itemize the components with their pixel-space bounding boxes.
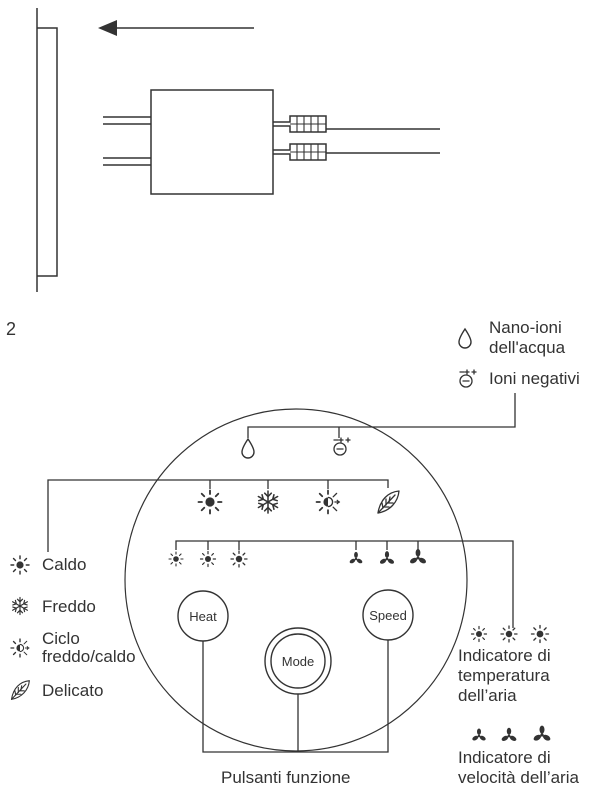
mode-gentle-label: Delicato	[42, 681, 104, 700]
mode-hot-label: Caldo	[42, 555, 87, 574]
nano-ions-label-line1: Nano-ioni	[489, 318, 562, 337]
half-sun-snow-icon	[315, 489, 341, 515]
mode-cycle-label-line1: Ciclo	[42, 629, 80, 648]
negative-ions-label: Ioni negativi	[489, 369, 580, 388]
ion-leader-line	[247, 393, 516, 438]
water-drop-icon	[241, 438, 255, 459]
adapter-box	[150, 89, 274, 195]
temperature-indicator-label-line3: dell’aria	[458, 686, 517, 705]
fan-icon	[471, 728, 487, 742]
speed-button-label: Speed	[369, 608, 407, 623]
sun-icon	[230, 550, 248, 568]
temperature-indicator-label-line2: temperatura	[458, 666, 550, 685]
speed-indicator-label-line1: Indicatore di	[458, 748, 551, 767]
mode-leader-line	[47, 479, 389, 552]
arrow-left-icon	[98, 20, 117, 36]
function-buttons-label: Pulsanti funzione	[221, 768, 351, 787]
fan-icon	[348, 551, 364, 565]
leaf-icon	[10, 680, 30, 700]
leaf-icon	[377, 490, 400, 514]
fan-icon	[409, 549, 427, 565]
nano-ions-label-line2: dell'acqua	[489, 338, 566, 357]
heat-button[interactable]: Heat	[177, 590, 229, 642]
control-panel-outline	[124, 408, 468, 752]
negative-ion-icon	[459, 369, 477, 388]
fan-icon	[532, 725, 552, 742]
mode-button[interactable]: Mode	[264, 627, 332, 695]
sun-icon	[10, 555, 30, 575]
water-drop-icon	[458, 328, 472, 349]
mode-cycle-label-line2: freddo/caldo	[42, 647, 136, 666]
heat-button-label: Heat	[189, 609, 217, 624]
sun-icon	[530, 624, 550, 644]
sun-icon	[197, 489, 223, 515]
fan-icon	[500, 727, 518, 743]
installation-illustration	[36, 8, 440, 292]
mode-cold-label: Freddo	[42, 597, 96, 616]
sun-icon	[168, 551, 184, 567]
temperature-indicator-label-line1: Indicatore di	[458, 646, 551, 665]
speed-indicator-label-line2: velocità dell’aria	[458, 768, 579, 787]
sun-icon	[199, 550, 217, 568]
indicator-leader-line	[175, 540, 514, 628]
sun-icon	[500, 625, 518, 643]
wall-panel	[37, 27, 58, 277]
half-sun-snow-icon	[10, 638, 30, 658]
function-buttons-bracket	[202, 640, 389, 753]
step-number: 2	[6, 319, 16, 339]
snowflake-icon	[12, 596, 28, 616]
fan-icon	[379, 551, 395, 565]
speed-button[interactable]: Speed	[362, 589, 414, 641]
negative-ion-icon	[333, 437, 351, 456]
mode-button-label: Mode	[282, 654, 315, 669]
snowflake-icon	[257, 490, 279, 514]
sun-icon	[470, 625, 488, 643]
connector-ridges	[290, 116, 326, 160]
